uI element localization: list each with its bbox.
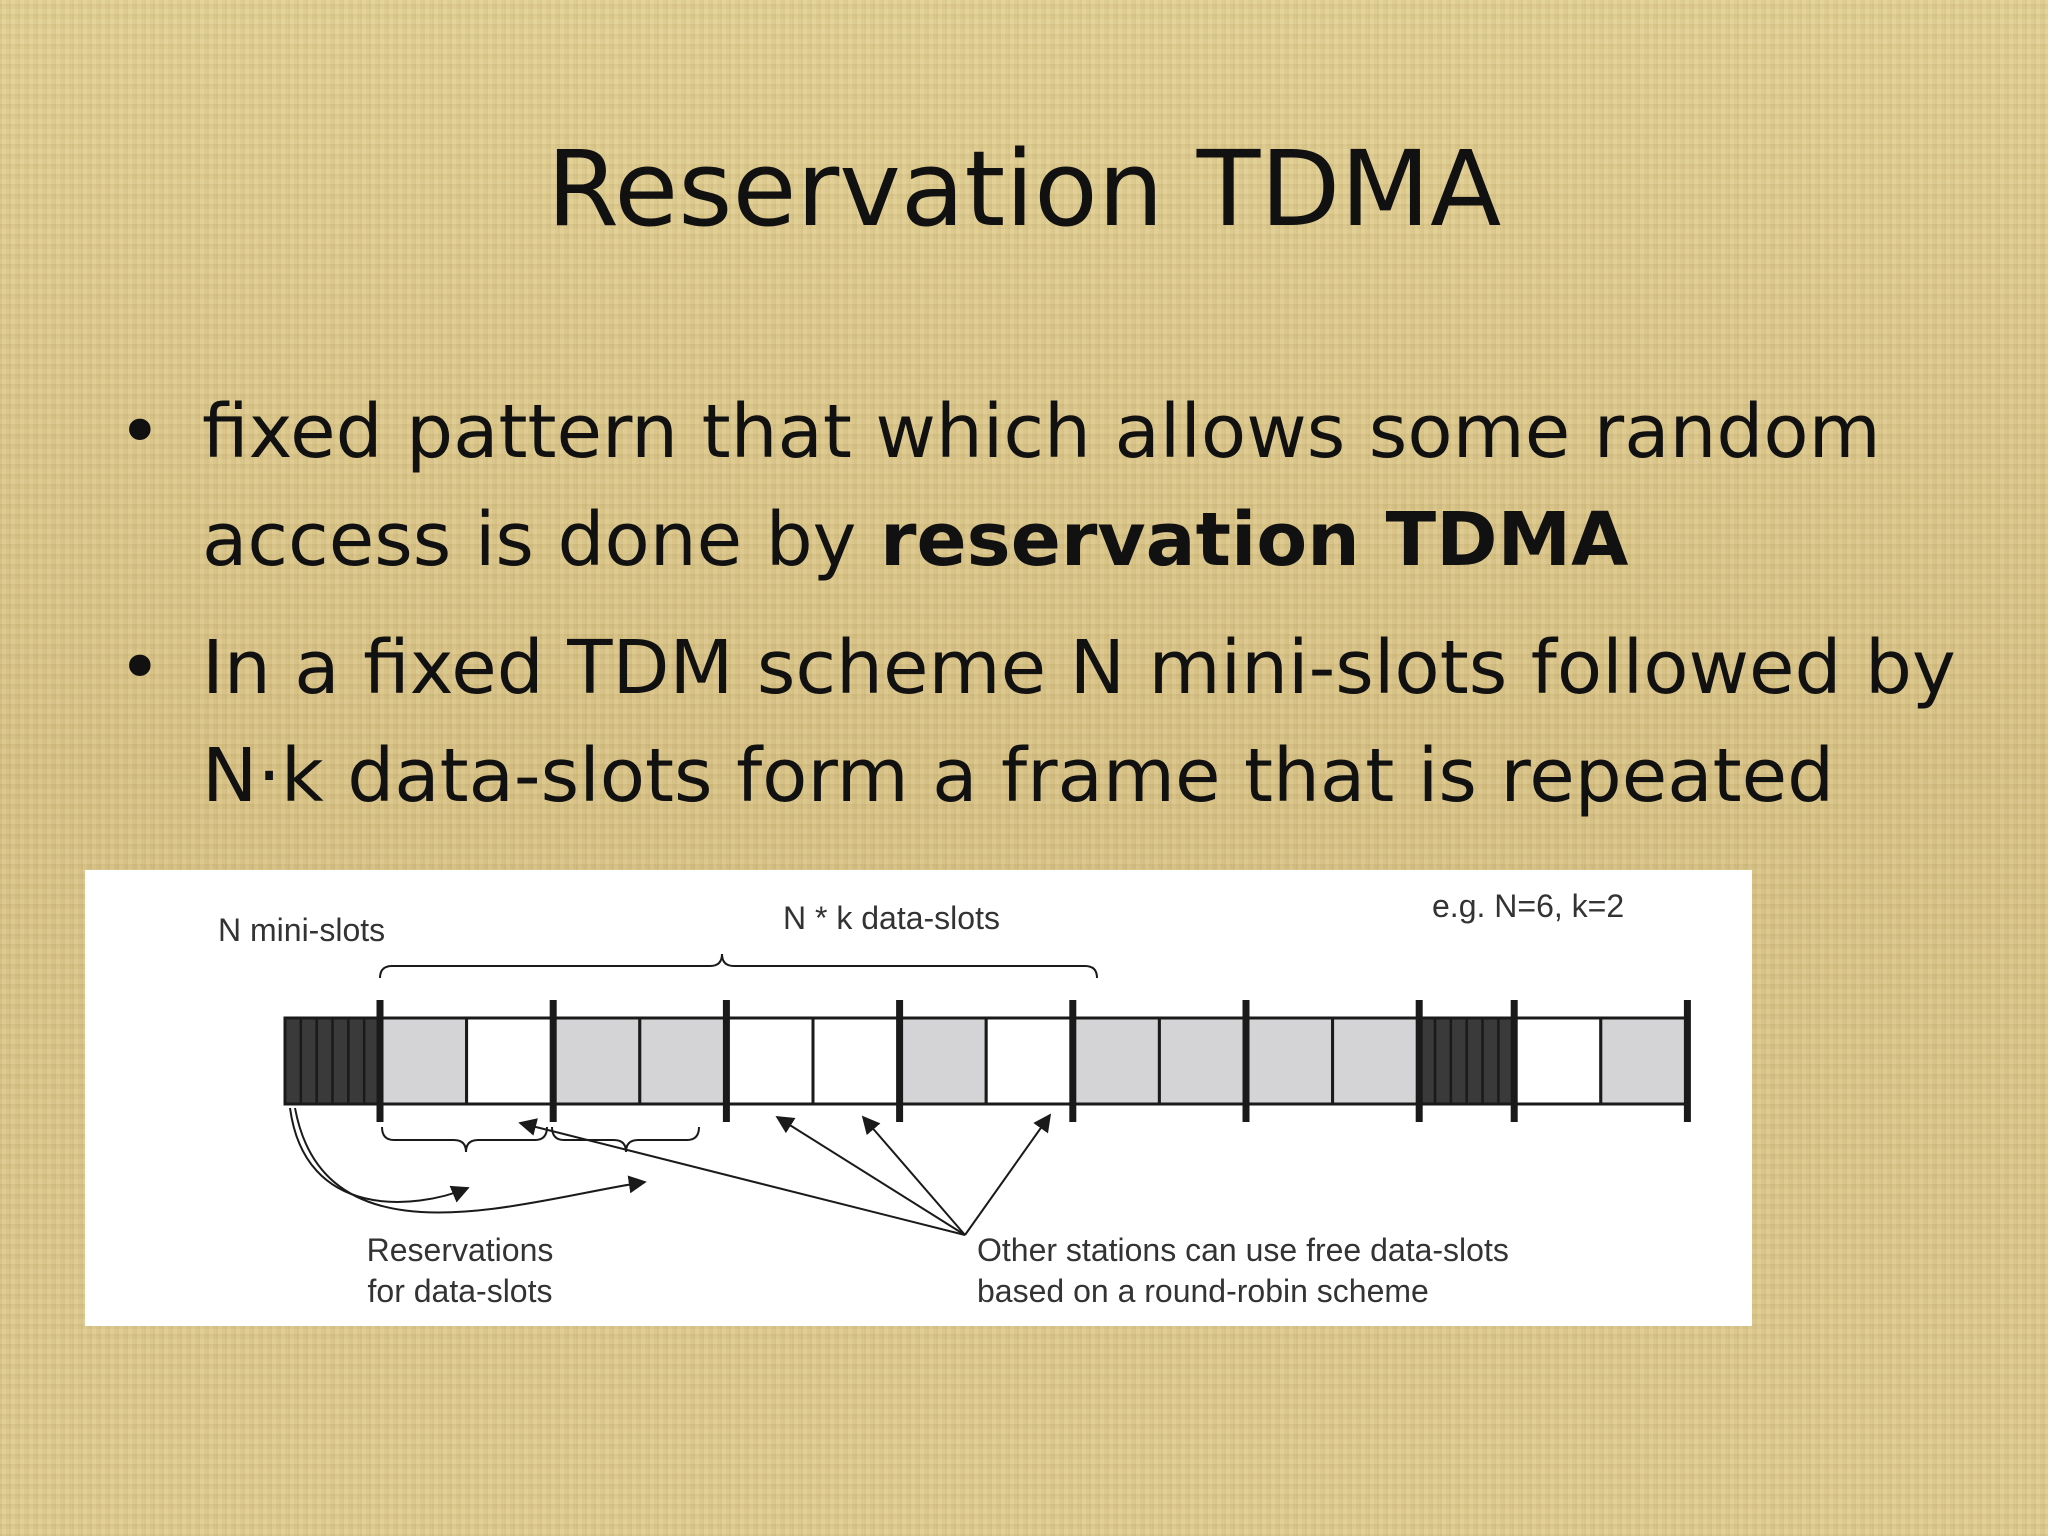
- reservations-label-line1: Reservations: [366, 1232, 554, 1268]
- reservation-brace-1: [381, 1126, 548, 1153]
- mini-slots-label: N mini-slots: [218, 912, 386, 948]
- bullet-text: In a fixed TDM scheme N mini-slots follo…: [202, 625, 1956, 819]
- reserved-data-slot: [898, 1016, 988, 1106]
- bullet-bold-text: reservation TDMA: [880, 497, 1629, 583]
- free-slot-arrow-3: [861, 1115, 966, 1236]
- free-slot-arrow-2: [775, 1116, 966, 1236]
- reserved-data-slot: [1071, 1016, 1161, 1106]
- free-data-slot: [811, 1016, 902, 1106]
- reservation-arrow-1: [289, 1107, 470, 1203]
- bullet-dot-icon: •: [118, 389, 162, 475]
- bullet-text: fixed pattern that which allows some ran…: [202, 389, 1881, 583]
- free-slot-arrow-1: [518, 1118, 966, 1236]
- reservation-brace-2: [551, 1126, 700, 1153]
- tdma-frame-diagram: [283, 953, 1691, 1236]
- reserved-data-slot: [1599, 1016, 1689, 1106]
- reservation-arrow-2: [294, 1107, 647, 1214]
- free-slot-arrow-4: [964, 1113, 1052, 1236]
- reserved-data-slot: [378, 1016, 469, 1106]
- free-data-slot: [984, 1016, 1075, 1106]
- data-slots-brace: [379, 953, 1098, 979]
- reservations-label-line2: for data-slots: [367, 1273, 553, 1309]
- free-data-slot: [465, 1016, 555, 1106]
- free-data-slot: [724, 1016, 815, 1106]
- bullet-dot-icon: •: [118, 625, 162, 711]
- bullet-item: • In a fixed TDM scheme N mini-slots fol…: [118, 614, 2018, 830]
- reserved-data-slot: [638, 1016, 728, 1106]
- slide-title: Reservation TDMA: [546, 128, 1502, 250]
- reserved-data-slot: [1157, 1016, 1248, 1106]
- example-label: e.g. N=6, k=2: [1432, 888, 1625, 924]
- data-slots-label: N * k data-slots: [783, 900, 1000, 936]
- reserved-data-slot: [1331, 1016, 1421, 1106]
- other-stations-label-line2: based on a round-robin scheme: [977, 1273, 1429, 1309]
- free-data-slot: [1512, 1016, 1603, 1106]
- bullet-list: • fixed pattern that which allows some r…: [118, 378, 2018, 850]
- reserved-data-slot: [1244, 1016, 1335, 1106]
- other-stations-label-line1: Other stations can use free data-slots: [977, 1232, 1509, 1268]
- annotation-layer: [289, 953, 1098, 1236]
- reserved-data-slot: [551, 1016, 642, 1106]
- slots-layer: [283, 1000, 1691, 1122]
- tdma-frame-figure: N mini-slots N * k data-slots e.g. N=6, …: [85, 870, 1752, 1326]
- bullet-item: • fixed pattern that which allows some r…: [118, 378, 2018, 594]
